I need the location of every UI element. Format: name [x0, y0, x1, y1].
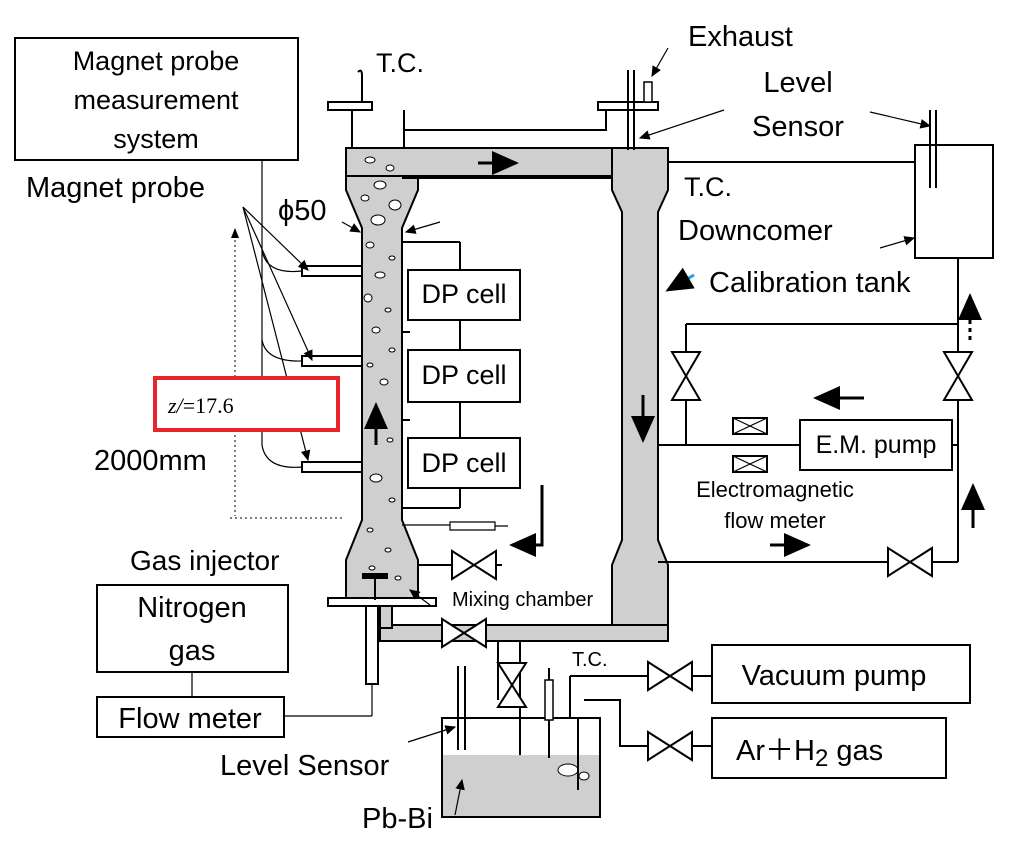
flow-meter-label: Flow meter: [118, 703, 262, 735]
calibration-tank-box: [914, 144, 994, 259]
calibration-tank-label: Calibration tank: [709, 267, 911, 299]
dp-cell-3-label: DP cell: [421, 448, 506, 478]
gas-injector: [362, 573, 388, 579]
gas-injector-label: Gas injector: [130, 545, 279, 576]
ar-h2-label: Ar＋H2 gas: [736, 735, 883, 772]
top-instruments: [357, 47, 932, 292]
dp-cell-1-label: DP cell: [421, 279, 506, 309]
magnet-system-box: [14, 37, 299, 161]
bottom-flange: [327, 597, 437, 607]
magnet-probe-label: Magnet probe: [26, 172, 205, 204]
pb-bi-tank: [441, 717, 601, 818]
bubbles: [360, 156, 402, 581]
nitrogen-gas-box: [96, 584, 289, 673]
bottom-pipe: [379, 624, 669, 642]
mixing-chamber-label: Mixing chamber: [452, 589, 594, 611]
level-sensor-bottom-label: Level Sensor: [220, 750, 390, 782]
valve-right-em[interactable]: [942, 351, 974, 401]
valve-bottom-vertical[interactable]: [496, 662, 528, 708]
dp-cells: [402, 241, 521, 509]
tc-right-label: T.C.: [684, 172, 732, 202]
valve-bottom-horizontal[interactable]: [441, 617, 487, 649]
valve-vacuum[interactable]: [647, 660, 693, 692]
vacuum-pump-label: Vacuum pump: [742, 660, 927, 692]
em-flow-meter-line1: Electromagnetic: [696, 477, 854, 502]
z-annotation: z/=17.6: [167, 393, 234, 418]
em-flow-meter-coils: [732, 417, 768, 473]
exhaust-label: Exhaust: [688, 21, 793, 53]
downcomer-pipe: [611, 147, 669, 633]
downcomer-label: Downcomer: [678, 215, 833, 247]
magnet-system-line3: system: [113, 124, 199, 154]
dp-cell-2-label: DP cell: [421, 360, 506, 390]
magnet-probes: [230, 160, 363, 519]
height-label: 2000mm: [94, 445, 207, 477]
ar-h2-gas-box: [711, 717, 947, 779]
pb-bi-tank-liquid: [442, 755, 600, 817]
level-sensor-top-line2: Sensor: [752, 111, 844, 143]
magnet-system-line2: measurement: [73, 85, 239, 115]
top-flange: [327, 101, 373, 111]
tc-bottom-label: T.C.: [572, 649, 608, 671]
nitrogen-line2: gas: [169, 635, 216, 667]
pb-bi-label: Pb-Bi: [362, 803, 433, 835]
em-circuit: [658, 110, 994, 578]
vacuum-pump-box: [711, 644, 971, 704]
valve-argas[interactable]: [647, 730, 693, 762]
flow-arrows: [364, 151, 985, 557]
em-pump-box[interactable]: [799, 419, 953, 471]
dp-cell-3-box: [407, 437, 521, 489]
em-flow-meter-line2: flow meter: [724, 508, 825, 533]
flow-meter-box: [96, 696, 285, 738]
valve-mixing[interactable]: [451, 549, 497, 581]
phi50-label: ϕ50: [278, 195, 327, 227]
z-highlight-box: [153, 376, 340, 432]
em-pump-label: E.M. pump: [816, 431, 937, 459]
valve-bottom-right[interactable]: [887, 546, 933, 578]
nitrogen-line1: Nitrogen: [137, 592, 247, 624]
dp-cell-1-box: [407, 269, 521, 321]
valve-left-em[interactable]: [670, 351, 702, 401]
dp-cell-2-box: [407, 349, 521, 403]
tc-top-label: T.C.: [376, 48, 424, 78]
bottom-system: [191, 573, 712, 818]
level-sensor-top-line1: Level: [763, 67, 832, 99]
labels: Magnet probe measurement system Magnet p…: [26, 21, 936, 835]
magnet-system-line1: Magnet probe: [73, 46, 240, 76]
